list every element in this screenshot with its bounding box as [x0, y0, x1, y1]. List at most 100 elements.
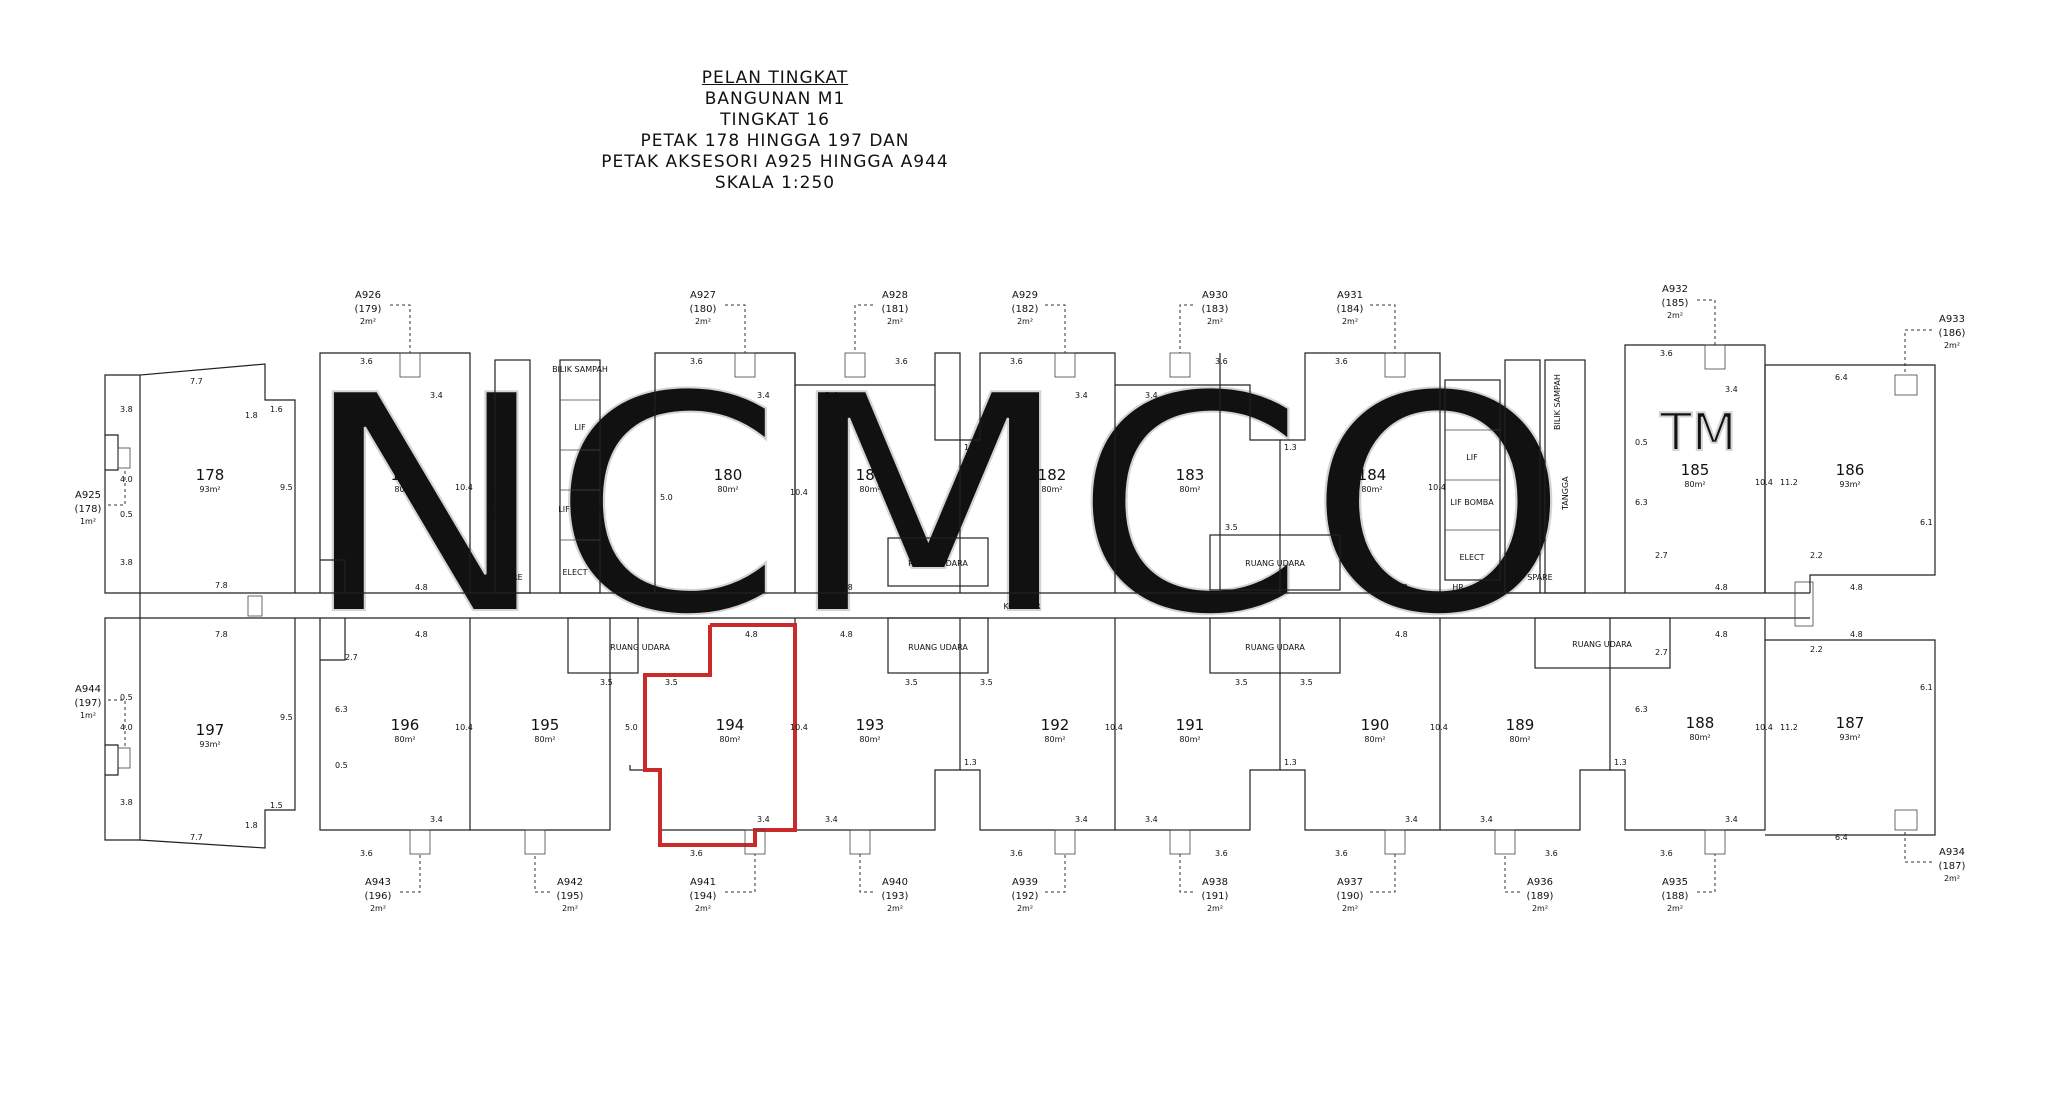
- dim-label: 3.5: [600, 678, 613, 687]
- svg-text:A932: A932: [1662, 284, 1688, 295]
- svg-text:191: 191: [1176, 716, 1205, 734]
- dim-label: 6.4: [1835, 373, 1848, 382]
- dim-label: 10.4: [790, 488, 808, 497]
- svg-text:80m²: 80m²: [719, 735, 740, 744]
- svg-text:A927: A927: [690, 290, 716, 301]
- dim-label: 3.5: [1225, 523, 1238, 532]
- svg-text:189: 189: [1506, 716, 1535, 734]
- accessory-a930: A930(183)2m²: [1202, 290, 1229, 326]
- dim-label: 1.3: [1284, 758, 1297, 767]
- dim-label: 10.4: [1755, 723, 1773, 732]
- svg-text:186: 186: [1836, 461, 1865, 479]
- dim-label: 7.8: [215, 630, 228, 639]
- svg-text:80m²: 80m²: [1044, 735, 1065, 744]
- svg-text:A943: A943: [365, 877, 391, 888]
- svg-text:(181): (181): [882, 304, 909, 315]
- dim-label: 0.5: [120, 510, 133, 519]
- dim-label: 3.4: [1725, 815, 1738, 824]
- dim-label: 6.1: [1920, 683, 1933, 692]
- svg-text:A942: A942: [557, 877, 583, 888]
- lower-walls: [104, 617, 1936, 849]
- svg-text:80m²: 80m²: [1179, 485, 1200, 494]
- accessory-a935: A935(188)2m²: [1662, 877, 1689, 913]
- dim-label: 6.3: [1635, 498, 1648, 507]
- service-labels: TANGGA LOBI LIF LIF LIF LIF BOMBA BILIK …: [493, 365, 1632, 652]
- dim-label: 4.8: [840, 630, 853, 639]
- dim-label: 10.4: [790, 723, 808, 732]
- dim-label: 3.4: [1480, 815, 1493, 824]
- dimension-labels: 7.7 7.8 7.8 7.7 9.5 9.5 3.8 3.8 3.8 4.0 …: [120, 349, 1933, 858]
- dim-label: 3.4: [430, 815, 443, 824]
- fire-lift-label: LIF BOMBA: [558, 505, 602, 514]
- svg-text:2m²: 2m²: [1944, 874, 1960, 883]
- svg-text:93m²: 93m²: [199, 740, 220, 749]
- dim-label: 3.6: [690, 357, 703, 366]
- svg-text:(196): (196): [365, 891, 392, 902]
- dim-label: 3.8: [120, 798, 133, 807]
- svg-text:(191): (191): [1202, 891, 1229, 902]
- dim-label: 1.3: [1284, 443, 1297, 452]
- svg-text:187: 187: [1836, 714, 1865, 732]
- dim-label: 1.8: [245, 821, 258, 830]
- svg-text:93m²: 93m²: [199, 485, 220, 494]
- dim-label: 10.4: [455, 723, 473, 732]
- svg-text:(194): (194): [690, 891, 717, 902]
- dim-label: 3.6: [1335, 849, 1348, 858]
- stair-label: TANGGA: [1561, 476, 1570, 511]
- svg-text:(179): (179): [355, 304, 382, 315]
- dim-label: 3.4: [1145, 815, 1158, 824]
- svg-text:(189): (189): [1527, 891, 1554, 902]
- dim-label: 3.4: [1075, 815, 1088, 824]
- elv-label: ELV: [1481, 583, 1496, 592]
- garbage-room-label: BILIK SAMPAH: [552, 365, 608, 374]
- title-line: PELAN TINGKAT: [701, 68, 849, 88]
- dim-label: 3.4: [757, 391, 770, 400]
- svg-text:(182): (182): [1012, 304, 1039, 315]
- svg-text:2m²: 2m²: [1944, 341, 1960, 350]
- title-block: PELAN TINGKAT BANGUNAN M1 TINGKAT 16 PET…: [0, 68, 1550, 194]
- svg-text:196: 196: [391, 716, 420, 734]
- accessory-a942: A942(195)2m²: [557, 877, 584, 913]
- dim-label: 1.8: [245, 411, 258, 420]
- svg-text:80m²: 80m²: [394, 735, 415, 744]
- svg-text:A940: A940: [882, 877, 908, 888]
- svg-text:183: 183: [1176, 466, 1205, 484]
- svg-text:192: 192: [1041, 716, 1070, 734]
- svg-text:188: 188: [1686, 714, 1715, 732]
- svg-text:1m²: 1m²: [80, 711, 96, 720]
- svg-text:93m²: 93m²: [1839, 733, 1860, 742]
- dim-label: 3.4: [1405, 391, 1418, 400]
- dim-label: 1.3: [964, 443, 977, 452]
- garbage-room-label: BILIK SAMPAH: [1553, 374, 1562, 430]
- air-well-label: RUANG UDARA: [1245, 643, 1305, 652]
- dim-label: 3.6: [1335, 357, 1348, 366]
- dim-label: 6.3: [335, 503, 348, 512]
- svg-text:(188): (188): [1662, 891, 1689, 902]
- dim-label: 9.5: [280, 483, 293, 492]
- svg-text:(183): (183): [1202, 304, 1229, 315]
- dim-label: 3.6: [1660, 849, 1673, 858]
- svg-text:A929: A929: [1012, 290, 1038, 301]
- svg-text:80m²: 80m²: [1179, 735, 1200, 744]
- dim-label: 3.4: [825, 391, 838, 400]
- dim-label: 3.6: [1215, 357, 1228, 366]
- svg-text:A934: A934: [1939, 847, 1965, 858]
- spare-label: SPARE: [497, 573, 522, 582]
- dim-label: 4.8: [752, 583, 765, 592]
- stair-label: TANGGA: [493, 486, 502, 521]
- svg-text:A930: A930: [1202, 290, 1228, 301]
- svg-text:2m²: 2m²: [1342, 317, 1358, 326]
- dim-label: 3.6: [895, 357, 908, 366]
- dim-label: 3.6: [1010, 357, 1023, 366]
- svg-text:2m²: 2m²: [562, 904, 578, 913]
